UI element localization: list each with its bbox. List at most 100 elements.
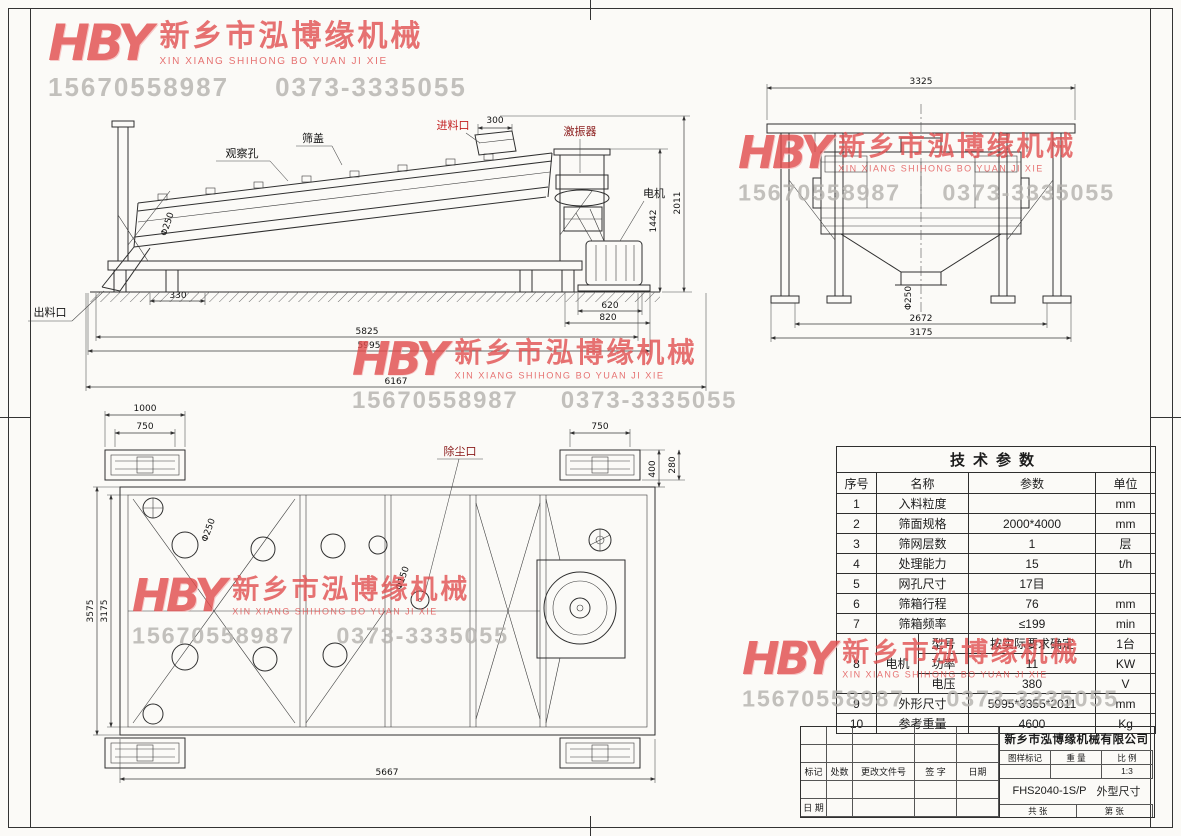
label-discharge-outlet: 出料口 [28,290,105,322]
dim-330: 330 [149,291,206,305]
dim-3175-plan: 3175 [100,494,128,728]
col-header-no: 序号 [836,472,877,494]
svg-text:2011: 2011 [673,192,683,215]
dim-5825: 5825 [95,293,639,341]
center-mark-left [0,417,31,418]
plan-motor-assembly [536,498,626,724]
dim-750-left: 750 [114,422,176,447]
title-block-right: 新乡市泓博缘机械有限公司 图样标记 重 量 比 例 1:3 FHS2040-1S… [1000,727,1153,817]
svg-text:3575: 3575 [86,600,96,623]
exciter-assembly [554,174,610,232]
stamp-labels: 图样标记 重 量 比 例 [1000,751,1153,766]
svg-text:5667: 5667 [376,768,399,778]
svg-text:3175: 3175 [910,328,933,338]
svg-text:5825: 5825 [356,327,379,337]
dim-6167: 6167 [85,293,707,391]
left-mast [111,120,171,262]
label-dust-port: 除尘口 [424,444,483,594]
dust-port-label: 除尘口 [444,444,477,458]
support-legs [770,133,1072,304]
dim-1000: 1000 [104,404,186,447]
col-header-name: 名称 [876,472,969,494]
plan-phi250-label: Φ250 [200,517,218,543]
base-frame [107,260,583,293]
table-title: 技术参数 [835,446,1157,473]
table-row-motor: 8 电机 型号 按实际要求确定 1台 [836,633,1157,694]
rev-label-mark: 标记 [801,763,827,781]
col-header-unit: 单位 [1094,472,1157,494]
svg-text:6167: 6167 [385,377,408,387]
svg-text:820: 820 [599,313,616,323]
end-elevation-view: 3325 [766,77,1076,342]
svg-text:300: 300 [486,116,503,126]
dim-820: 820 [564,293,651,327]
dim-620: 620 [577,293,643,315]
pad-top-right [559,449,641,481]
svg-text:620: 620 [601,301,618,311]
dim-400: 400 [640,449,665,488]
svg-text:280: 280 [668,456,678,473]
svg-text:750: 750 [136,422,153,432]
dim-280: 280 [642,449,685,481]
end-phi250-label: Φ250 [904,286,914,311]
svg-text:330: 330 [169,291,186,301]
feed-inlet-chute [474,130,517,156]
pad-top-left [104,449,186,481]
dim-1442: 1442 [610,148,668,293]
pad-bottom-left [104,737,186,769]
hanger-links [814,133,1028,152]
dim-3575: 3575 [86,486,120,736]
drawing-number: FHS2040-1S/P 外型尺寸 [1000,779,1153,805]
date-label: 日 期 [801,799,827,817]
center-mark-bottom [590,816,591,836]
svg-text:400: 400 [648,460,658,477]
rev-label-doc: 更改文件号 [853,763,915,781]
table-row-motor: 电压 380 V [837,673,1157,694]
drawing-title: 外型尺寸 [1096,786,1141,799]
dim-3175-end: 3175 [770,303,1072,342]
inner-border-right [1150,8,1151,828]
plan-view: 1000 750 750 400 280 [86,404,685,783]
company-name: 新乡市泓博缘机械有限公司 [1000,727,1153,752]
hopper [839,233,1003,286]
revision-grid: 标记 处数 更改文件号 签 字 日期 日 期 [801,727,1000,817]
svg-text:750: 750 [591,422,608,432]
discharge-outlet-label: 出料口 [34,305,67,319]
table-row-motor: 功率 11 KW [837,653,1157,674]
col-header-value: 参数 [968,472,1096,494]
svg-text:1000: 1000 [134,404,157,414]
dim-300: 300 [477,116,513,135]
svg-text:3325: 3325 [910,77,933,87]
label-exciter: 激振器 [564,124,597,173]
motor-label: 电机 [643,186,665,200]
side-elevation-view: 观察孔 筛盖 进料口 300 激振器 电机 出料口 [28,115,707,391]
screen-box [133,152,553,248]
screen-body-plan [119,486,656,736]
model-number: FHS2040-1S/P [1012,785,1087,798]
label-screen-cover: 筛盖 [296,131,343,166]
dim-2672: 2672 [794,303,1048,328]
screen-cover-label: 筛盖 [302,131,324,145]
rev-label-sign: 签 字 [915,763,957,781]
center-mark-right [1150,417,1181,418]
label-feed-inlet: 进料口 [437,118,481,144]
rev-label-count: 处数 [827,763,853,781]
discharge-chute [101,246,151,292]
inspect-hole-label: 观察孔 [226,146,259,160]
feed-inlet-label: 进料口 [437,118,470,132]
scale-value: 1:3 [1102,765,1153,778]
dim-750-right: 750 [569,422,631,447]
exciter-label: 激振器 [564,124,597,138]
motor-assembly [575,208,651,292]
svg-text:5995: 5995 [358,341,381,351]
dim-3325: 3325 [766,77,1076,120]
dim-5667: 5667 [119,739,656,783]
